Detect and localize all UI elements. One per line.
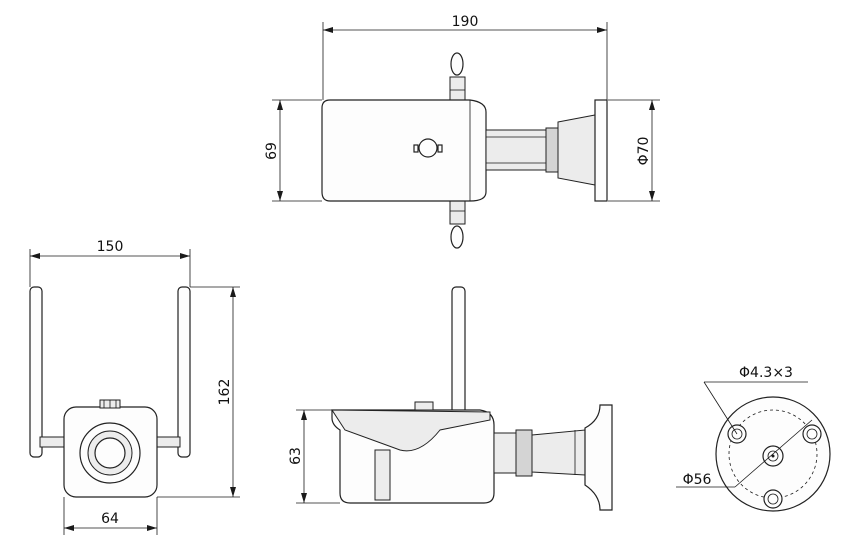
side-view: 63 bbox=[288, 286, 613, 511]
side-height-label: 63 bbox=[288, 447, 304, 465]
top-view: 190 69 Φ70 bbox=[264, 14, 660, 249]
base-circle-label: Φ56 bbox=[683, 472, 712, 488]
front-view: 150 162 64 bbox=[29, 239, 240, 535]
front-width-label: 150 bbox=[97, 239, 124, 255]
top-height-label: 69 bbox=[264, 142, 280, 160]
base-holes-label: Φ4.3×3 bbox=[739, 365, 793, 381]
base-view: Φ4.3×3 Φ56 bbox=[676, 365, 831, 512]
top-flange-label: Φ70 bbox=[636, 137, 652, 166]
front-body-width-label: 64 bbox=[101, 511, 119, 527]
front-height-label: 162 bbox=[217, 379, 233, 406]
top-width-label: 190 bbox=[452, 14, 479, 30]
